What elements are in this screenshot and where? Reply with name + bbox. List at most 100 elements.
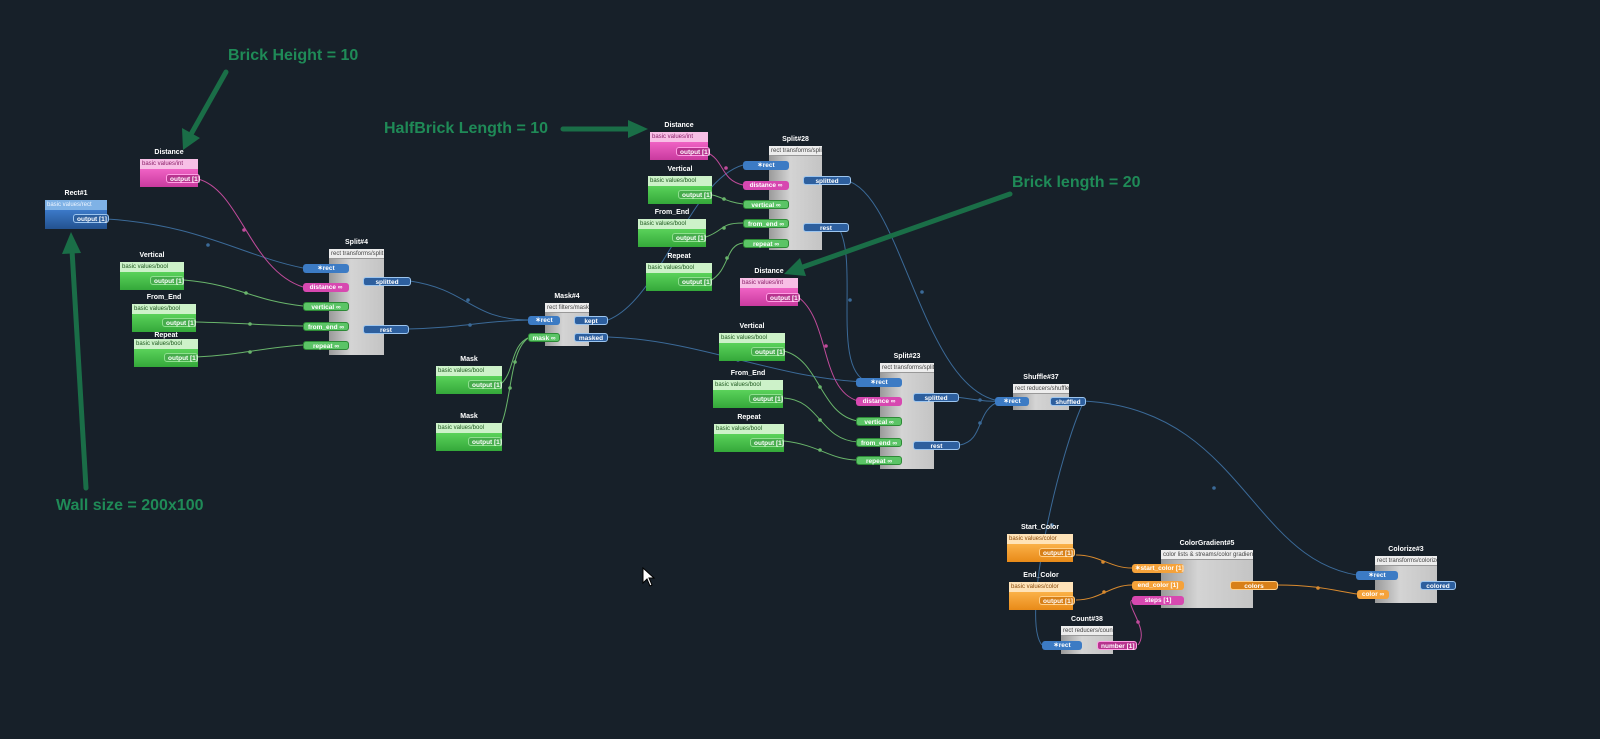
output-port[interactable]: output [1] [1039, 596, 1075, 605]
node-subtitle: basic values/int [740, 278, 798, 288]
output-port[interactable]: output [1] [1039, 548, 1075, 557]
input-port-distance[interactable]: distance ∞ [856, 397, 902, 406]
output-port-masked[interactable]: masked [574, 333, 608, 342]
output-port[interactable]: output [1] [678, 190, 712, 199]
node-vertical-1[interactable]: Vertical basic values/bool output [1] [120, 252, 184, 290]
node-split4[interactable]: Split#4 rect transforms/split [329, 239, 384, 355]
wire-vert1-split4 [183, 279, 304, 307]
wire-dist2-split28 [705, 151, 744, 186]
node-title: Vertical [667, 166, 693, 173]
node-repeat-3[interactable]: Repeat basic values/bool output [1] [714, 414, 784, 452]
output-port-rest[interactable]: rest [913, 441, 960, 450]
output-port[interactable]: output [1] [150, 276, 184, 285]
output-port-number[interactable]: number [1] [1097, 641, 1137, 650]
node-repeat-1[interactable]: Repeat basic values/bool output [1] [134, 332, 198, 367]
node-subtitle: basic values/bool [714, 424, 784, 434]
output-port[interactable]: output [1] [751, 347, 785, 356]
wire-shuffle37-colorize3 [1083, 400, 1378, 578]
wire-startcolor-colorgrad5 [1075, 554, 1133, 569]
input-port-from-end[interactable]: from_end ∞ [743, 219, 789, 228]
output-port[interactable]: output [1] [468, 380, 502, 389]
output-port[interactable]: output [1] [162, 318, 196, 327]
input-port-rect[interactable]: ✶rect [995, 397, 1029, 406]
node-repeat-2[interactable]: Repeat basic values/bool output [1] [646, 253, 712, 291]
input-port-rect[interactable]: ✶rect [743, 161, 789, 170]
node-title: Colorize#3 [1388, 546, 1424, 553]
input-port-end-color[interactable]: end_color [1] [1132, 581, 1184, 590]
output-port-colors[interactable]: colors [1230, 581, 1278, 590]
output-port[interactable]: output [1] [676, 147, 710, 156]
output-port[interactable]: output [1] [73, 214, 109, 223]
output-port[interactable]: output [1] [749, 394, 783, 403]
node-mask-2[interactable]: Mask basic values/bool output [1] [436, 413, 502, 451]
output-port-rest[interactable]: rest [363, 325, 409, 334]
output-port[interactable]: output [1] [678, 277, 712, 286]
input-port-steps[interactable]: steps [1] [1132, 596, 1184, 605]
node-title: From_End [730, 370, 766, 377]
input-port-mask[interactable]: mask ∞ [528, 333, 560, 342]
input-port-rect[interactable]: ✶rect [303, 264, 349, 273]
output-port-splitted[interactable]: splitted [363, 277, 411, 286]
node-fromend-3[interactable]: From_End basic values/bool output [1] [713, 370, 783, 408]
node-fromend-2[interactable]: From_End basic values/bool output [1] [638, 209, 706, 247]
output-port-splitted[interactable]: splitted [913, 393, 959, 402]
input-port-start-color[interactable]: ✶start_color [1] [1132, 564, 1184, 573]
node-subtitle: basic values/int [140, 159, 198, 169]
output-port[interactable]: output [1] [166, 174, 200, 183]
input-port-distance[interactable]: distance ∞ [743, 181, 789, 190]
node-vertical-3[interactable]: Vertical basic values/bool output [1] [719, 323, 785, 361]
node-subtitle: basic values/bool [719, 333, 785, 343]
input-port-repeat[interactable]: repeat ∞ [743, 239, 789, 248]
output-port-colored[interactable]: colored [1420, 581, 1456, 590]
output-port[interactable]: output [1] [468, 437, 502, 446]
node-subtitle: basic values/bool [713, 380, 783, 390]
node-title: Repeat [737, 414, 761, 421]
node-start-color[interactable]: Start_Color basic values/color output [1… [1007, 524, 1075, 562]
input-port-from-end[interactable]: from_end ∞ [303, 322, 349, 331]
node-distance-2[interactable]: Distance basic values/int output [1] [650, 122, 710, 160]
input-port-rect[interactable]: ✶rect [856, 378, 902, 387]
output-port-shuffled[interactable]: shuffled [1050, 397, 1086, 406]
input-port-repeat[interactable]: repeat ∞ [856, 456, 902, 465]
input-port-distance[interactable]: distance ∞ [303, 283, 349, 292]
output-port[interactable]: output [1] [164, 353, 198, 362]
input-port-color[interactable]: color ∞ [1357, 590, 1389, 599]
node-rect1[interactable]: Rect#1 basic values/rect output [1] [45, 190, 109, 229]
input-port-rect[interactable]: ✶rect [1356, 571, 1398, 580]
node-mask-1[interactable]: Mask basic values/bool output [1] [436, 356, 502, 394]
output-port-splitted[interactable]: splitted [803, 176, 851, 185]
node-fromend-1[interactable]: From_End basic values/bool output [1] [132, 294, 196, 332]
output-port-kept[interactable]: kept [574, 316, 608, 325]
wire-dist1-split4 [197, 178, 304, 288]
wire-mask1-mask4 [501, 336, 531, 384]
input-port-vertical[interactable]: vertical ∞ [743, 200, 789, 209]
node-subtitle: basic values/bool [134, 339, 198, 349]
input-port-rect[interactable]: ✶rect [1042, 641, 1082, 650]
node-subtitle: basic values/bool [648, 176, 712, 186]
node-subtitle: rect transforms/split [769, 146, 822, 156]
node-title: Vertical [139, 252, 165, 259]
output-port[interactable]: output [1] [750, 438, 784, 447]
input-port-from-end[interactable]: from_end ∞ [856, 438, 902, 447]
output-port-rest[interactable]: rest [803, 223, 849, 232]
input-port-repeat[interactable]: repeat ∞ [303, 341, 349, 350]
node-title: Count#38 [1071, 616, 1103, 623]
input-port-vertical[interactable]: vertical ∞ [303, 302, 349, 311]
node-distance-3[interactable]: Distance basic values/int output [1] [740, 268, 800, 306]
node-distance-1[interactable]: Distance basic values/int output [1] [140, 149, 200, 187]
wire-split28-splitted-shuffle37 [840, 179, 1001, 402]
output-port[interactable]: output [1] [672, 233, 706, 242]
node-subtitle: rect transforms/colorize [1375, 556, 1437, 566]
node-title: Mask [460, 356, 478, 363]
node-end-color[interactable]: End_Color basic values/color output [1] [1009, 572, 1075, 610]
node-vertical-2[interactable]: Vertical basic values/bool output [1] [648, 166, 712, 204]
node-subtitle: rect reducers/shuffle [1013, 384, 1069, 394]
node-title: From_End [146, 294, 182, 301]
node-title: Split#28 [782, 136, 809, 143]
wire-count38-colorgrad5 [1130, 599, 1142, 646]
output-port[interactable]: output [1] [766, 293, 800, 302]
input-port-vertical[interactable]: vertical ∞ [856, 417, 902, 426]
input-port-rect[interactable]: ✶rect [528, 316, 560, 325]
node-title: ColorGradient#5 [1179, 540, 1235, 547]
annotation-brick-height: Brick Height = 10 [228, 47, 359, 64]
